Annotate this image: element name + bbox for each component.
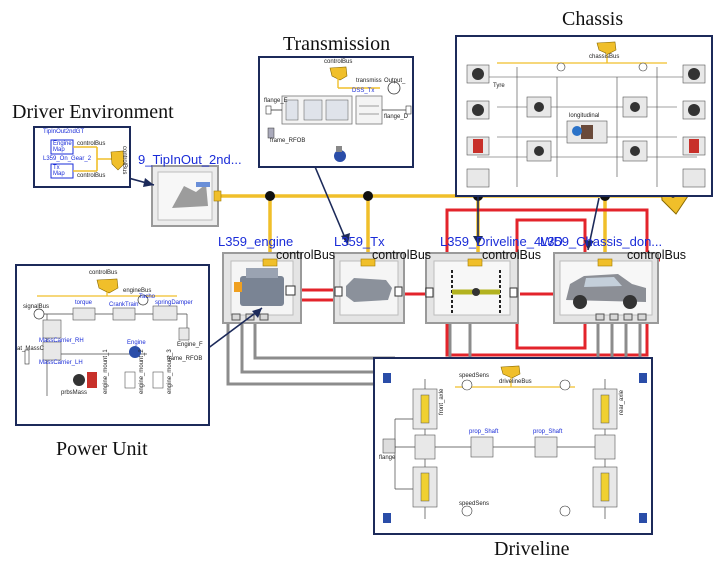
gear-label: L359_On_Gear_2 [43, 156, 92, 162]
chassis-inset-tyre: Tyre [493, 83, 505, 89]
caption-transmission: Transmission [283, 33, 391, 55]
driver-inset-title: TipInOut2ndGT [43, 129, 85, 135]
power-inset-signal: signalBus [23, 304, 50, 310]
engine-block[interactable] [222, 252, 302, 324]
engine-icon [240, 276, 284, 306]
engine-bus-label: controlBus [276, 248, 336, 262]
caption-power-unit: Power Unit [56, 438, 148, 460]
power-inset-engine-f: Engine_F [177, 342, 203, 348]
engine-map-label: Engine Map [53, 141, 72, 153]
caption-chassis: Chassis [562, 8, 624, 30]
driveline-block[interactable] [425, 252, 519, 324]
power-inset-crank: CrankTrain [109, 302, 139, 308]
driveline-inset-front: front_axle [439, 388, 445, 415]
driveline-inset-rear: rear_axle [619, 389, 625, 415]
power-inset-frame: frame_RFOB [167, 356, 203, 362]
transmission-inset: controlBus flange_E Output_ flange_D DSS… [258, 56, 414, 168]
gearbox-icon [346, 278, 392, 302]
engine-block-label: L359_engine [218, 234, 294, 249]
power-inset-mass-lh: MassCarrier_LH [39, 360, 83, 366]
chassis-inset-mid: longitudinal [569, 113, 600, 119]
tx-inset-transm: transmiss [356, 78, 382, 84]
tx-block-label: L359_Tx [334, 234, 385, 249]
arrow-heads [143, 178, 594, 318]
chassis-inset-bus: chassisBus [589, 54, 620, 60]
tx-bus-label: controlBus [372, 248, 432, 262]
caption-driver-environment: Driver Environment [12, 101, 174, 123]
power-inset-spring: springDamper [155, 300, 193, 306]
chassis-block[interactable] [553, 252, 659, 324]
power-inset-w2: engine_mount_2 [139, 349, 145, 394]
power-unit-inset: controlBus engineBus signalBus torque Cr… [15, 264, 210, 426]
driver-block[interactable] [151, 165, 222, 227]
chassis-bus-label: controlBus [627, 248, 687, 262]
driveline-inset-sensor2: speedSens [459, 501, 490, 507]
tx-inset-right: Output_ [384, 78, 406, 84]
driveline-inset-prop-rear: prop_Shaft [533, 429, 563, 435]
power-inset-w3: engine_mount_3 [167, 349, 173, 394]
driveline-inset-sensor1: speedSens [459, 373, 490, 379]
tx-inset-bottom: frame_RFOB [270, 138, 306, 144]
pedal-icon [196, 182, 210, 187]
chassis-inset: chassisBus Tyre longitudinal [455, 35, 713, 197]
power-inset-engine-bus: engineBus [123, 288, 152, 294]
driver-block-label: 9_TipInOut_2nd... [138, 152, 242, 167]
driveline-inset-prop-front: prop_Shaft [469, 429, 499, 435]
power-inset-prbs: prbsMass [61, 390, 88, 396]
tx-inset-bus: controlBus [324, 59, 353, 65]
caption-driveline: Driveline [494, 538, 570, 560]
driver-environment-inset: TipInOut2ndGT Engine Map L359_On_Gear_2 … [33, 126, 131, 188]
tx-inset-flange: flange_D [384, 114, 409, 120]
chassis-block-label: L359_Chassis_don... [540, 234, 663, 249]
tx-inset-left: flange_E [264, 98, 288, 104]
driver-inset-bus-rot: controlBus [121, 146, 127, 175]
power-inset-torque: torque [75, 300, 93, 306]
power-inset-bus: controlBus [89, 270, 118, 276]
tx-map-label: Tx Map [53, 165, 65, 177]
power-inset-mass-c: at_MassC [17, 346, 45, 352]
driver-inset-bus1: controlBus [77, 141, 106, 147]
power-inset-engine: Engine [127, 340, 146, 346]
power-inset-w1: engine_mount_1 [103, 349, 109, 394]
driveline-inset: drivelineBus prop_Shaft prop_Shaft flang… [373, 357, 653, 535]
power-inset-mass-rh: MassCarrier_RH [39, 338, 84, 344]
tx-block[interactable] [333, 252, 405, 324]
driveline-block-label: L359_Driveline_4WD [440, 234, 563, 249]
power-inset-tacho: Tacho [139, 294, 156, 300]
driveline-inset-bus: drivelineBus [499, 379, 532, 385]
tx-inset-mid: DSS_Tx [352, 88, 375, 94]
driveline-inset-flange: flange [379, 455, 396, 461]
driver-seat-icon [172, 184, 208, 208]
driver-inset-bus2: controlBus [77, 173, 106, 179]
driveline-bus-label: controlBus [482, 248, 542, 262]
